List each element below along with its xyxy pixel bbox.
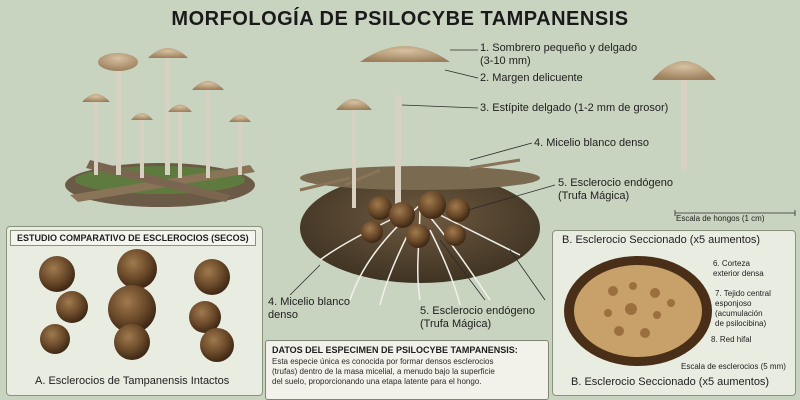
label-central-tissue: 7. Tejido central esponjoso (acumulación… bbox=[715, 289, 771, 328]
comparative-panel: A. Esclerocios de Tampanensis Intactos bbox=[6, 226, 263, 396]
label-sclerotium: 5. Esclerocio endógeno (Trufa Mágica) bbox=[558, 177, 673, 202]
sclerotia-illustration bbox=[39, 249, 234, 362]
label-margin: 2. Margen delicuente bbox=[480, 72, 583, 84]
label-hyphal-net: 8. Red hifal bbox=[711, 335, 752, 344]
section-caption: B. Esclerocio Seccionado (x5 aumentos) bbox=[571, 376, 770, 388]
page-title: MORFOLOGÍA DE PSILOCYBE TAMPANENSIS bbox=[171, 8, 629, 30]
label-cortex: 6. Corteza exterior densa bbox=[713, 259, 764, 278]
scale-mushroom: Escala de hongos (1 cm) bbox=[676, 214, 765, 223]
info-body: Esta especie única es conocida por forma… bbox=[272, 357, 495, 386]
cross-section-center bbox=[299, 46, 540, 306]
scale-sclerotia: Escala de esclerocios (5 mm) bbox=[681, 362, 786, 371]
section-title: B. Esclerocio Seccionado (x5 aumentos) bbox=[562, 234, 761, 246]
label-stipe: 3. Estípite delgado (1-2 mm de grosor) bbox=[480, 102, 669, 114]
label-sclerotium-lower: 5. Esclerocio endógeno (Trufa Mágica) bbox=[420, 305, 535, 330]
label-mycelium-lower: 4. Micelio blanco denso bbox=[268, 296, 350, 321]
callout-lines bbox=[289, 49, 796, 341]
info-box: DATOS DEL ESPECIMEN DE PSILOCYBE TAMPANE… bbox=[265, 340, 549, 400]
comparative-caption: A. Esclerocios de Tampanensis Intactos bbox=[35, 375, 230, 387]
info-title: DATOS DEL ESPECIMEN DE PSILOCYBE TAMPANE… bbox=[272, 345, 518, 355]
section-illustration bbox=[564, 256, 712, 366]
section-panel: 6. Corteza exterior densa 7. Tejido cent… bbox=[552, 230, 796, 396]
label-cap: 1. Sombrero pequeño y delgado (3-10 mm) bbox=[480, 42, 638, 67]
mushroom-cluster-left bbox=[65, 48, 255, 207]
single-mushroom-right bbox=[652, 61, 716, 170]
label-mycelium: 4. Micelio blanco denso bbox=[534, 137, 649, 149]
comparative-title: ESTUDIO COMPARATIVO DE ESCLEROCIOS (SECO… bbox=[10, 230, 256, 246]
